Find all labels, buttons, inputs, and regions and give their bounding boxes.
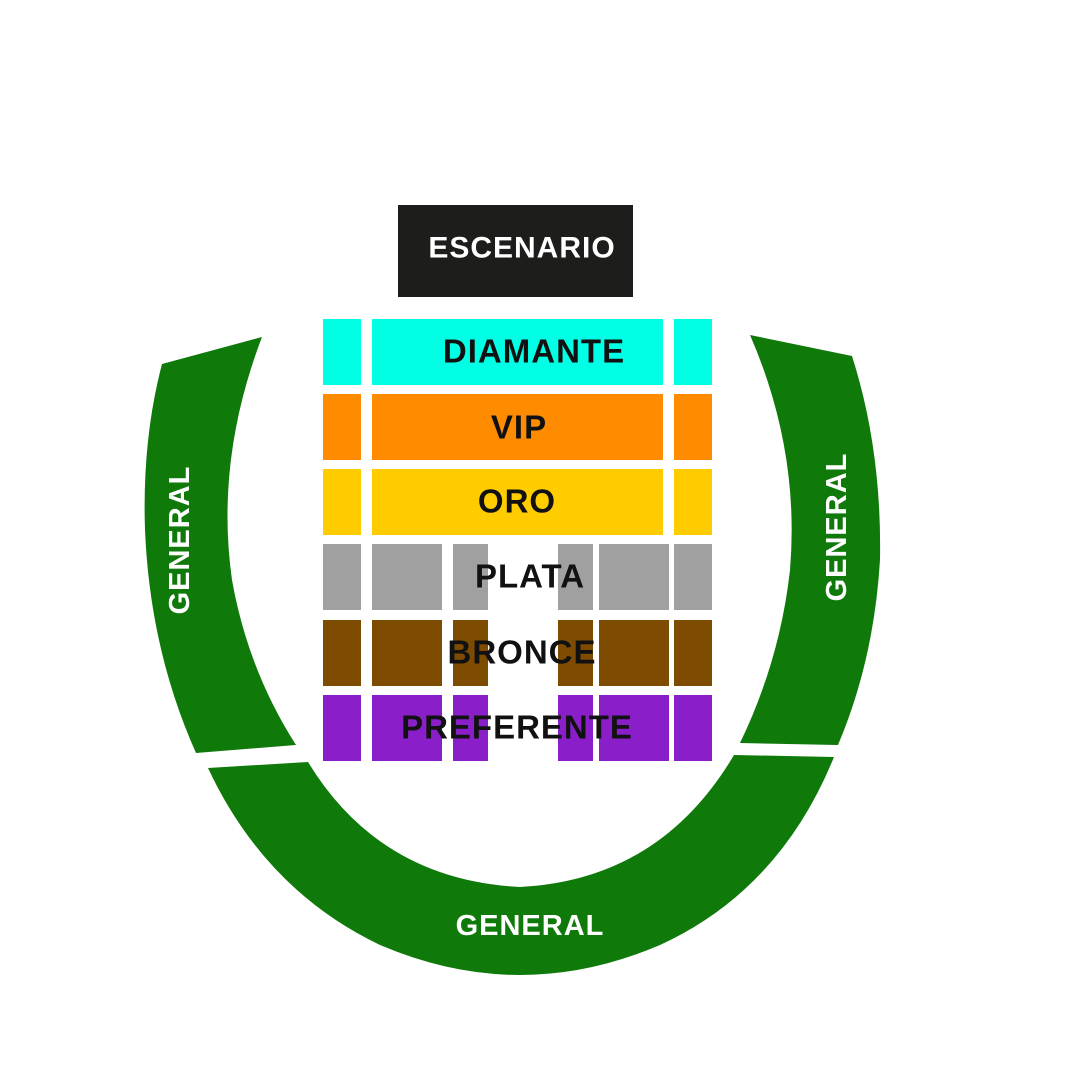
diamante-label: DIAMANTE	[443, 333, 625, 370]
bronce-block-3[interactable]	[453, 620, 488, 686]
diamante-block-center[interactable]	[372, 319, 663, 385]
vip-block-left[interactable]	[323, 394, 361, 460]
preferente-block-6[interactable]	[674, 695, 712, 761]
section-diamante[interactable]: DIAMANTE	[323, 319, 712, 385]
section-vip[interactable]: VIP	[323, 394, 712, 460]
plata-block-4[interactable]	[558, 544, 593, 610]
section-preferente[interactable]: PREFERENTE	[323, 695, 712, 761]
general-right-label: GENERAL	[821, 453, 853, 602]
general-bottom-label: GENERAL	[456, 910, 605, 942]
preferente-block-4[interactable]	[558, 695, 593, 761]
general-left-section[interactable]	[144, 337, 296, 753]
section-bronce[interactable]: BRONCE	[323, 620, 712, 686]
plata-block-2[interactable]	[372, 544, 442, 610]
preferente-block-2[interactable]	[372, 695, 442, 761]
vip-block-right[interactable]	[674, 394, 712, 460]
general-left-label: GENERAL	[164, 466, 196, 615]
bronce-block-6[interactable]	[674, 620, 712, 686]
section-plata[interactable]: PLATA	[323, 544, 712, 610]
vip-label: VIP	[491, 409, 547, 446]
stage-block	[398, 205, 633, 297]
general-right-section[interactable]	[740, 335, 881, 745]
bronce-block-4[interactable]	[558, 620, 593, 686]
plata-block-5[interactable]	[599, 544, 669, 610]
plata-block-6[interactable]	[674, 544, 712, 610]
oro-block-center[interactable]	[372, 469, 663, 535]
plata-block-1[interactable]	[323, 544, 361, 610]
plata-block-3[interactable]	[453, 544, 488, 610]
general-bottom-section[interactable]	[208, 755, 834, 975]
bronce-block-1[interactable]	[323, 620, 361, 686]
plata-label: PLATA	[475, 558, 585, 595]
section-oro[interactable]: ORO	[323, 469, 712, 535]
bronce-block-5[interactable]	[599, 620, 669, 686]
preferente-label: PREFERENTE	[401, 709, 633, 746]
preferente-block-1[interactable]	[323, 695, 361, 761]
diamante-block-left[interactable]	[323, 319, 361, 385]
preferente-block-3[interactable]	[453, 695, 488, 761]
oro-block-left[interactable]	[323, 469, 361, 535]
preferente-block-5[interactable]	[599, 695, 669, 761]
vip-block-center[interactable]	[372, 394, 663, 460]
oro-label: ORO	[478, 483, 556, 520]
stage-label: ESCENARIO	[428, 232, 615, 265]
bronce-block-2[interactable]	[372, 620, 442, 686]
oro-block-right[interactable]	[674, 469, 712, 535]
bronce-label: BRONCE	[447, 634, 596, 671]
diamante-block-right[interactable]	[674, 319, 712, 385]
